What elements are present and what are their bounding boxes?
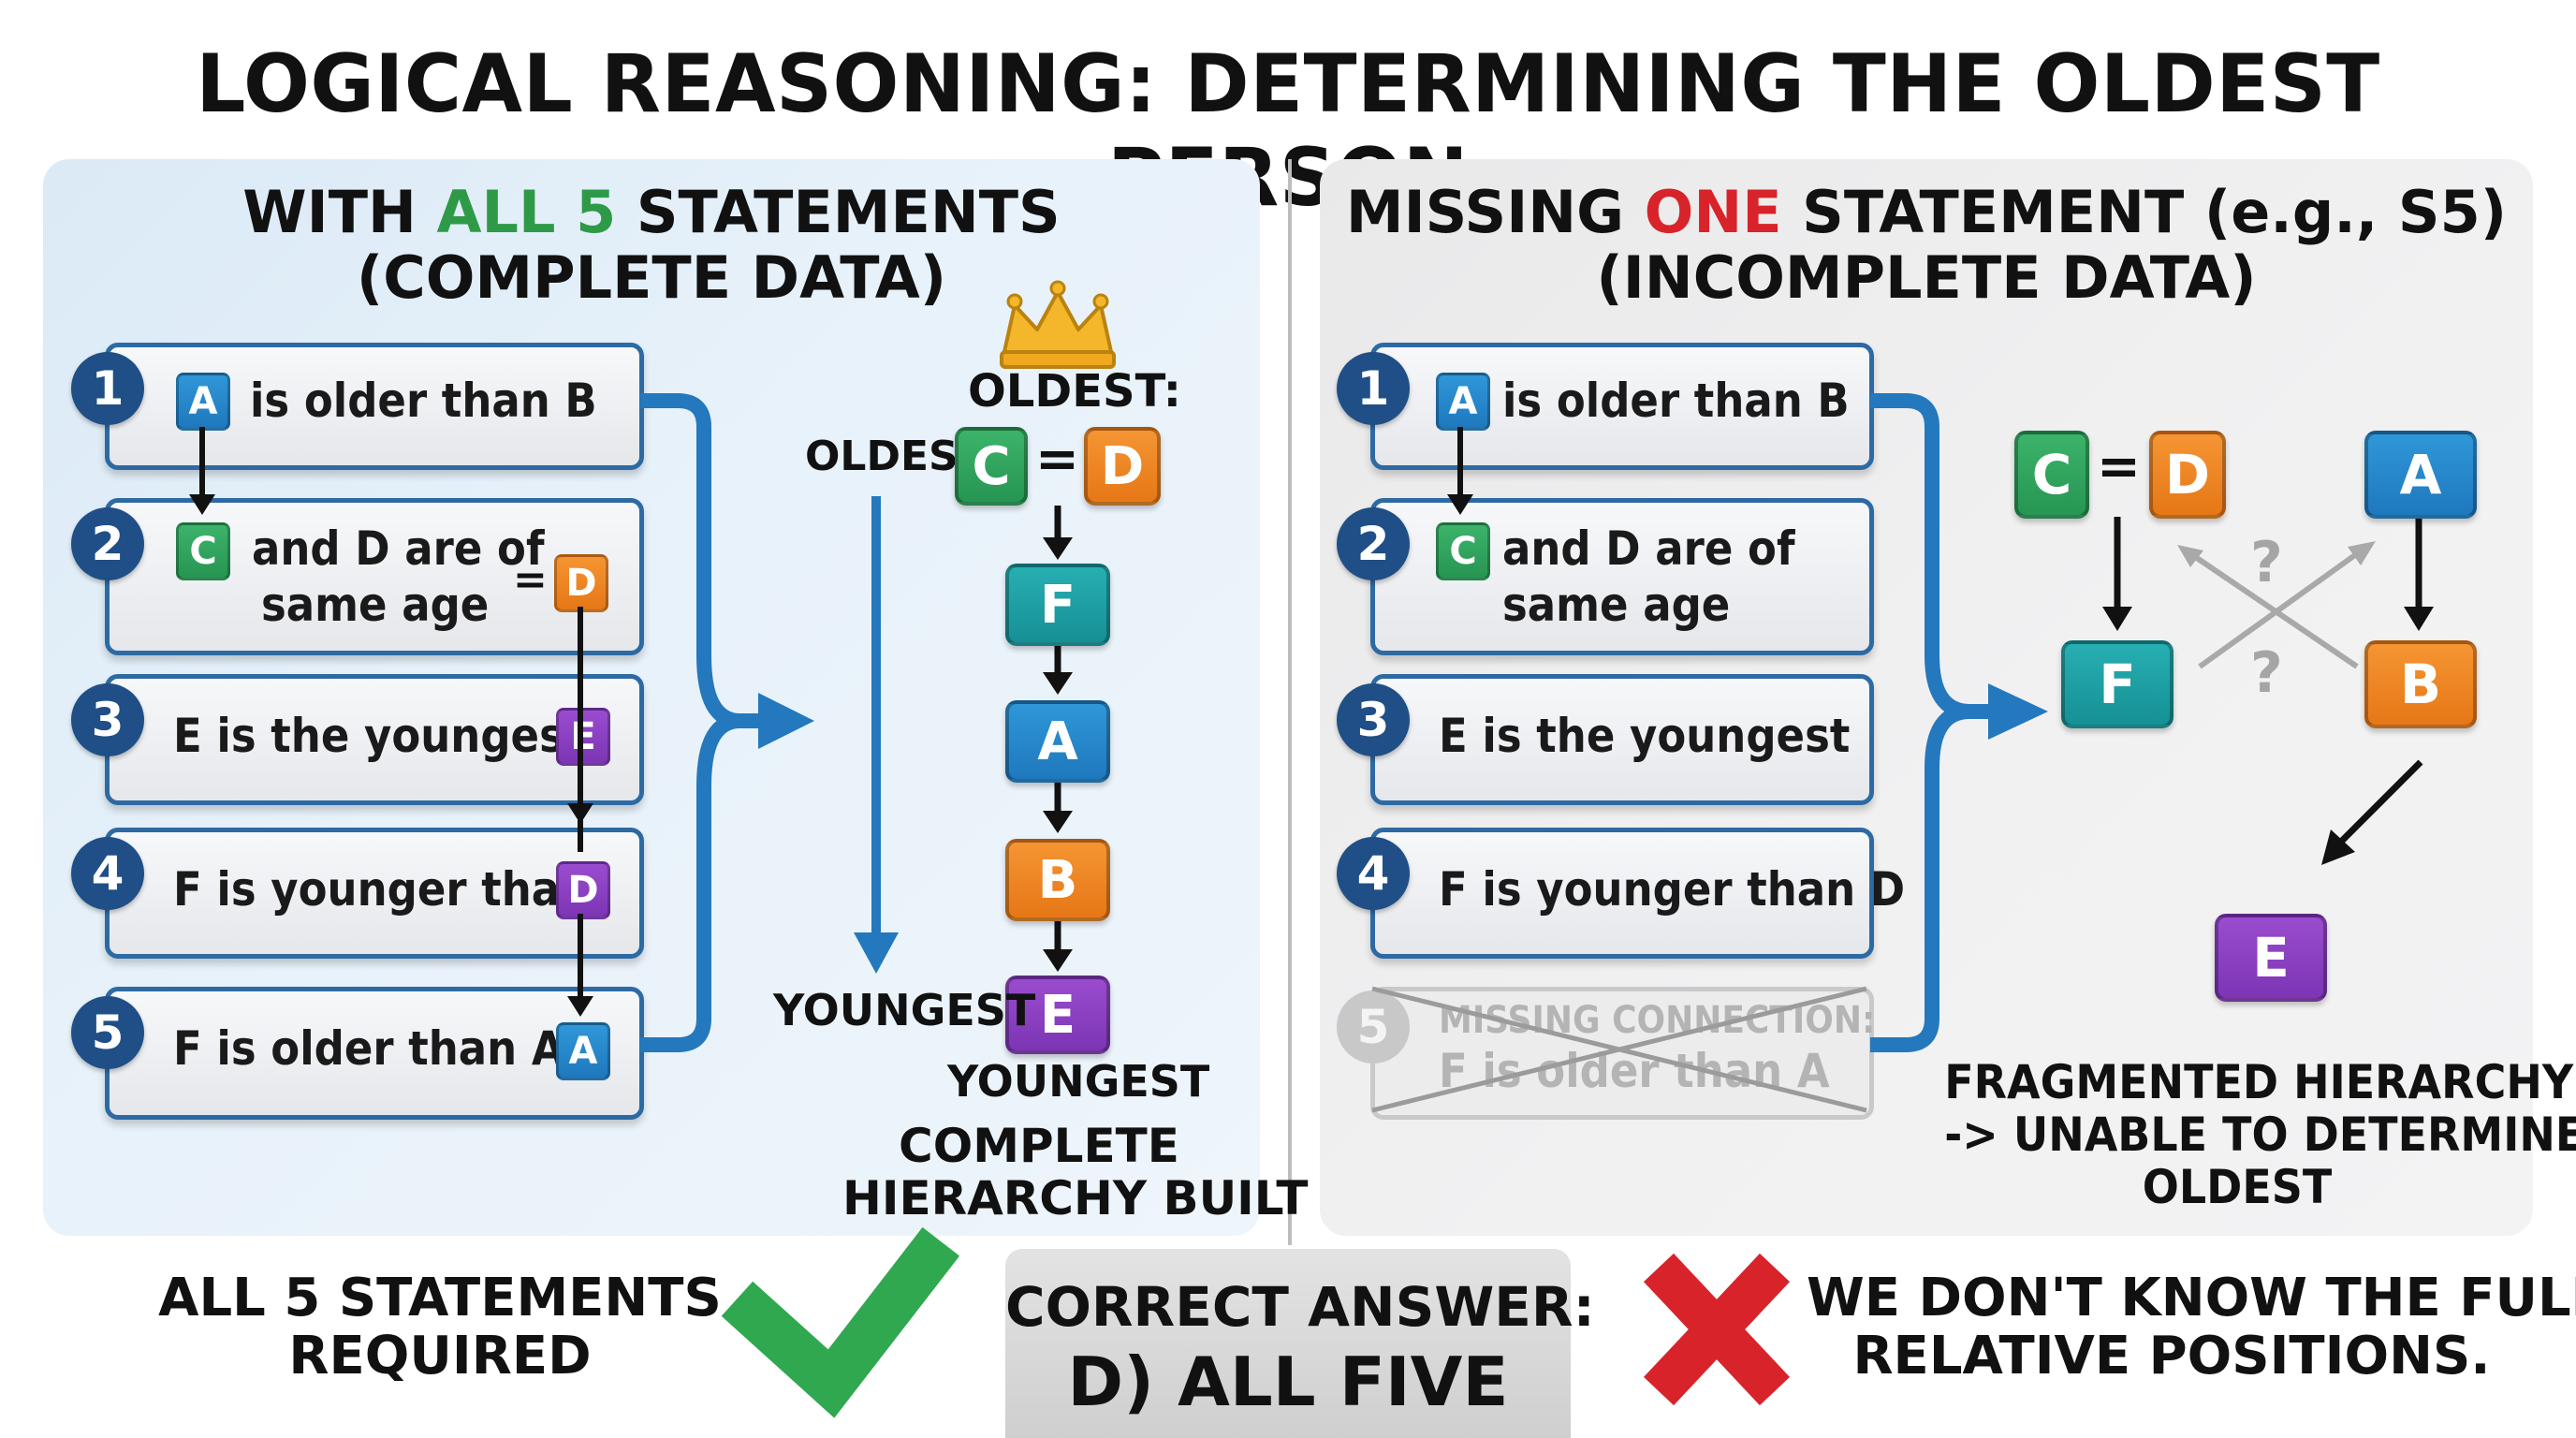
caption-line: FRAGMENTED HIERARCHY (1944, 1055, 2574, 1109)
right-panel-heading: MISSING ONE STATEMENT (e.g., S5) (INCOMP… (1320, 180, 2533, 311)
note-line: ALL 5 STATEMENTS (158, 1268, 722, 1328)
right-heading-post: STATEMENT (e.g., S5) (1781, 178, 2508, 246)
hierarchy-caption: COMPLETE HIERARCHY BUILT (842, 1119, 1308, 1225)
fragment-node-e: E (2215, 914, 2327, 1002)
left-statement-5: F is older than A (105, 987, 644, 1120)
fragment-node-d: D (2149, 431, 2226, 519)
crown-icon (1000, 280, 1116, 369)
fragment-node-f: F (2061, 640, 2174, 728)
tag-a: A (556, 1022, 610, 1080)
statement-number-badge: 5 (71, 996, 144, 1069)
note-line: REQUIRED (288, 1326, 592, 1387)
hierarchy-node-d: D (1084, 427, 1161, 506)
note-line: RELATIVE POSITIONS. (1852, 1326, 2491, 1387)
caption-line: HIERARCHY BUILT (842, 1171, 1309, 1225)
left-heading-pre: WITH (242, 178, 437, 246)
tag-a: A (176, 373, 230, 431)
statement-text: same age (1502, 578, 1731, 632)
right-heading-pre: MISSING (1345, 178, 1645, 246)
hierarchy-node-a: A (1005, 700, 1110, 783)
hierarchy-node-b: B (1005, 839, 1110, 921)
left-heading-highlight: ALL 5 (436, 178, 617, 246)
youngest-axis-label: YOUNGEST (773, 985, 1036, 1035)
statement-text: and D are of (1502, 521, 1795, 576)
fragment-node-c: C (2014, 431, 2089, 519)
statement-text: same age (261, 578, 490, 632)
statement-text: F is older than A (173, 1021, 564, 1076)
right-statement-4: F is younger than D (1370, 828, 1905, 959)
left-panel-heading: WITH ALL 5 STATEMENTS (COMPLETE DATA) (43, 180, 1260, 311)
note-line: WE DON'T KNOW THE FULL (1807, 1268, 2576, 1328)
statement-text: E is the youngest (1439, 709, 1851, 763)
question-mark-icon: ? (2250, 640, 2283, 706)
statement-number-badge: 4 (1337, 837, 1410, 910)
statement-text: is older than B (1502, 374, 1850, 428)
answer-label: CORRECT ANSWER: (1005, 1275, 1595, 1339)
panel-divider (1288, 159, 1292, 1245)
hierarchy-node-f: F (1005, 564, 1110, 646)
equals-sign: = (1035, 429, 1079, 490)
equals-sign: = (2097, 436, 2141, 497)
statement-text: is older than B (250, 374, 597, 428)
statement-number-badge: 3 (71, 683, 144, 756)
right-heading-highlight: ONE (1644, 178, 1782, 246)
left-heading-post: STATEMENTS (616, 178, 1061, 246)
left-statement-4: F is younger than (105, 828, 644, 959)
tag-c: C (176, 522, 230, 580)
statement-text: and D are of (252, 521, 545, 576)
statement-number-badge: 4 (71, 837, 144, 910)
left-heading-line2: (COMPLETE DATA) (356, 243, 947, 312)
hierarchy-node-e: E (1005, 976, 1110, 1054)
statement-number-badge: 2 (71, 507, 144, 580)
statement-number-badge-faded: 5 (1337, 990, 1410, 1064)
question-mark-icon: ? (2250, 530, 2283, 595)
statement-number-badge: 3 (1337, 683, 1410, 756)
youngest-label: YOUNGEST (947, 1056, 1210, 1107)
equals-sign: = (513, 556, 548, 604)
statement-text: E is the youngest (173, 709, 585, 763)
fragment-node-a: A (2364, 431, 2477, 519)
left-statement-3: E is the youngest (105, 674, 644, 805)
oldest-label: OLDEST: (968, 365, 1181, 418)
statement-text: F is younger than (173, 862, 591, 917)
right-heading-line2: (INCOMPLETE DATA) (1596, 243, 2257, 312)
tag-d: D (554, 554, 608, 612)
right-statement-3: E is the youngest (1370, 674, 1874, 805)
tag-c: C (1436, 522, 1490, 580)
fragment-node-b: B (2364, 640, 2477, 728)
statement-number-badge: 1 (71, 352, 144, 425)
caption-line: -> UNABLE TO DETERMINE (1944, 1108, 2576, 1162)
correct-answer-box: CORRECT ANSWER: D) ALL FIVE (1005, 1249, 1595, 1438)
statement-number-badge: 2 (1337, 507, 1410, 580)
statement-text: F is younger than D (1439, 862, 1906, 917)
unknown-positions-note: WE DON'T KNOW THE FULL RELATIVE POSITION… (1807, 1269, 2576, 1387)
caption-line: OLDEST (2142, 1160, 2333, 1214)
hierarchy-node-c: C (955, 427, 1028, 506)
answer-value: D) ALL FIVE (1067, 1343, 1509, 1421)
all-required-note: ALL 5 STATEMENTS REQUIRED (150, 1269, 730, 1386)
caption-line: COMPLETE (899, 1119, 1179, 1173)
fragmented-caption: FRAGMENTED HIERARCHY -> UNABLE TO DETERM… (1944, 1056, 2576, 1214)
statement-number-badge: 1 (1337, 352, 1410, 425)
